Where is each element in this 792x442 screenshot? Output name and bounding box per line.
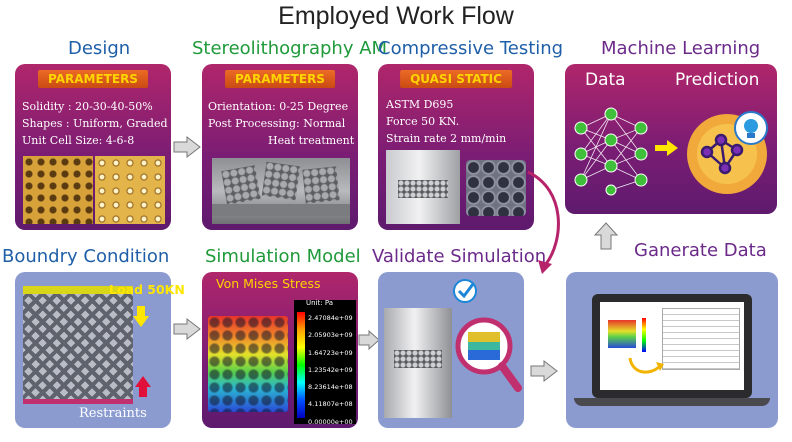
ml-data-label: Data xyxy=(585,70,626,90)
magnifier-icon xyxy=(455,317,522,392)
printed-parts-image xyxy=(212,158,350,224)
sla-badge: PARAMETERS xyxy=(225,70,335,88)
curved-arrow-icon xyxy=(527,170,560,274)
sla-line-3: Heat treatment xyxy=(268,134,355,147)
scale-value-7: 0.00000e+00 xyxy=(308,417,353,426)
ml-title: Machine Learning xyxy=(601,38,761,59)
compressive-line-1: ASTM D695 xyxy=(386,98,454,111)
generate-title: Ganerate Data xyxy=(634,240,767,261)
load-arrow-down-icon xyxy=(133,306,149,327)
design-panel: PARAMETERS Solidity : 20-30-40-50% Shape… xyxy=(15,64,171,230)
compressive-line-3: Strain rate 2 mm/min xyxy=(386,132,507,145)
lattice-image-right xyxy=(95,156,165,224)
validate-panel xyxy=(378,272,524,428)
scale-value-2: 2.05903e+09 xyxy=(308,331,353,340)
color-legend-bar xyxy=(297,312,305,418)
lattice-mesh-image xyxy=(23,286,133,404)
neural-network-icon xyxy=(574,107,648,196)
design-title: Design xyxy=(68,38,131,59)
diagram-title: Employed Work Flow xyxy=(278,2,514,30)
checkmark-icon xyxy=(453,279,477,303)
laptop-base xyxy=(574,398,770,406)
stress-contour-image xyxy=(208,316,288,412)
generate-panel xyxy=(566,272,778,428)
scale-value-5: 8.23614e+08 xyxy=(308,383,353,392)
boundary-panel: Load 50KN Restraints xyxy=(15,272,185,428)
sla-panel: PARAMETERS Orientation: 0-25 Degree Post… xyxy=(202,64,358,230)
simulation-title: Simulation Model xyxy=(205,246,361,267)
ai-lightbulb-icon xyxy=(687,111,768,194)
simulation-subtitle: Von Mises Stress xyxy=(216,276,321,291)
boundary-title: Boundry Condition xyxy=(2,246,170,267)
arrow-up-icon xyxy=(593,222,619,250)
restraints-label: Restraints xyxy=(79,406,147,421)
ml-prediction-label: Prediction xyxy=(675,70,760,90)
yellow-arrow-icon xyxy=(655,140,678,156)
design-badge: PARAMETERS xyxy=(38,70,148,88)
scale-value-1: 2.47084e+09 xyxy=(308,314,353,322)
sla-line-2: Post Processing: Normal xyxy=(208,117,346,130)
design-line-2: Shapes : Uniform, Graded xyxy=(22,117,168,130)
simulation-panel: Von Mises Stress Unit: Pa 2.47084e+09 2.… xyxy=(202,272,358,428)
sla-line-1: Orientation: 0-25 Degree xyxy=(208,100,349,113)
arrow-right-icon xyxy=(173,317,201,341)
scale-value-6: 4.11807e+08 xyxy=(308,400,353,409)
laptop-icon xyxy=(592,294,752,398)
compressive-line-2: Force 50 KN. xyxy=(386,115,460,128)
compressive-panel: QUASI STATIC ASTM D695 Force 50 KN. Stra… xyxy=(378,64,534,230)
arrow-right-icon xyxy=(358,329,380,351)
stress-scale-bar: Unit: Pa 2.47084e+09 2.05903e+09 1.64723… xyxy=(294,299,356,426)
tested-sample-image xyxy=(466,160,526,216)
arrow-right-icon xyxy=(530,359,558,383)
sla-title: Stereolithography AM xyxy=(192,38,388,59)
compressive-title: Compressive Testing xyxy=(378,38,564,59)
test-machine-image xyxy=(384,308,452,418)
stress-unit-label: Unit: Pa xyxy=(306,299,334,307)
validate-title: Validate Simulation xyxy=(372,246,547,267)
load-label: Load 50KN xyxy=(109,282,185,297)
test-machine-image xyxy=(386,150,460,224)
ml-panel: Data Prediction xyxy=(565,64,777,214)
restraint-arrow-up-icon xyxy=(135,376,151,397)
compressive-badge: QUASI STATIC xyxy=(400,70,512,88)
design-line-1: Solidity : 20-30-40-50% xyxy=(22,100,153,113)
lattice-image-left xyxy=(23,156,93,224)
design-line-3: Unit Cell Size: 4-6-8 xyxy=(22,134,135,147)
scale-value-4: 1.23542e+09 xyxy=(308,365,353,374)
arrow-right-icon xyxy=(173,135,201,159)
scale-value-3: 1.64723e+09 xyxy=(308,348,353,357)
